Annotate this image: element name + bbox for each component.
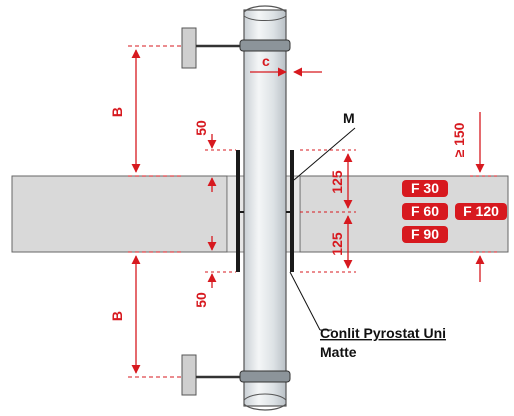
rating-badge-f90: F 90	[402, 226, 448, 243]
rating-badge-f60-text: F 60	[411, 203, 439, 219]
dimension-150: ≥ 150	[451, 112, 500, 282]
rating-badge-f30: F 30	[402, 180, 448, 197]
rating-badge-f30-text: F 30	[411, 180, 439, 196]
dimension-b-top: B	[109, 45, 182, 177]
dimension-125-top-label: 125	[329, 170, 345, 194]
fire-rating-badges: F 30 F 60 F 120 F 90	[402, 180, 507, 243]
label-m: M	[293, 110, 356, 181]
dimension-50-bottom: 50	[193, 271, 236, 308]
dimension-150-label: ≥ 150	[451, 122, 467, 157]
rating-badge-f120: F 120	[455, 203, 507, 220]
pipe-support-top	[181, 27, 291, 69]
material-label: Conlit Pyrostat Uni Matte	[289, 271, 446, 360]
insulation-collar	[236, 150, 294, 272]
material-label-line2: Matte	[320, 344, 357, 360]
dimension-125: 125 125	[300, 149, 356, 273]
dimension-b-top-label: B	[109, 107, 125, 117]
dimension-c: c	[250, 53, 322, 77]
dimension-50-bottom-label: 50	[193, 292, 209, 308]
label-m-text: M	[343, 110, 355, 126]
dimension-b-bottom-label: B	[109, 311, 125, 321]
pipe-support-bottom	[181, 354, 291, 396]
rating-badge-f90-text: F 90	[411, 226, 439, 242]
dimension-b-bottom: B	[109, 251, 182, 378]
material-label-line1: Conlit Pyrostat Uni	[320, 325, 446, 341]
dimension-50-top-label: 50	[193, 120, 209, 136]
rating-badge-f60: F 60	[402, 203, 448, 220]
rating-badge-f120-text: F 120	[463, 203, 499, 219]
dimension-50-top: 50	[193, 120, 236, 251]
dimension-c-label: c	[262, 53, 270, 69]
dimension-125-bottom-label: 125	[329, 232, 345, 256]
